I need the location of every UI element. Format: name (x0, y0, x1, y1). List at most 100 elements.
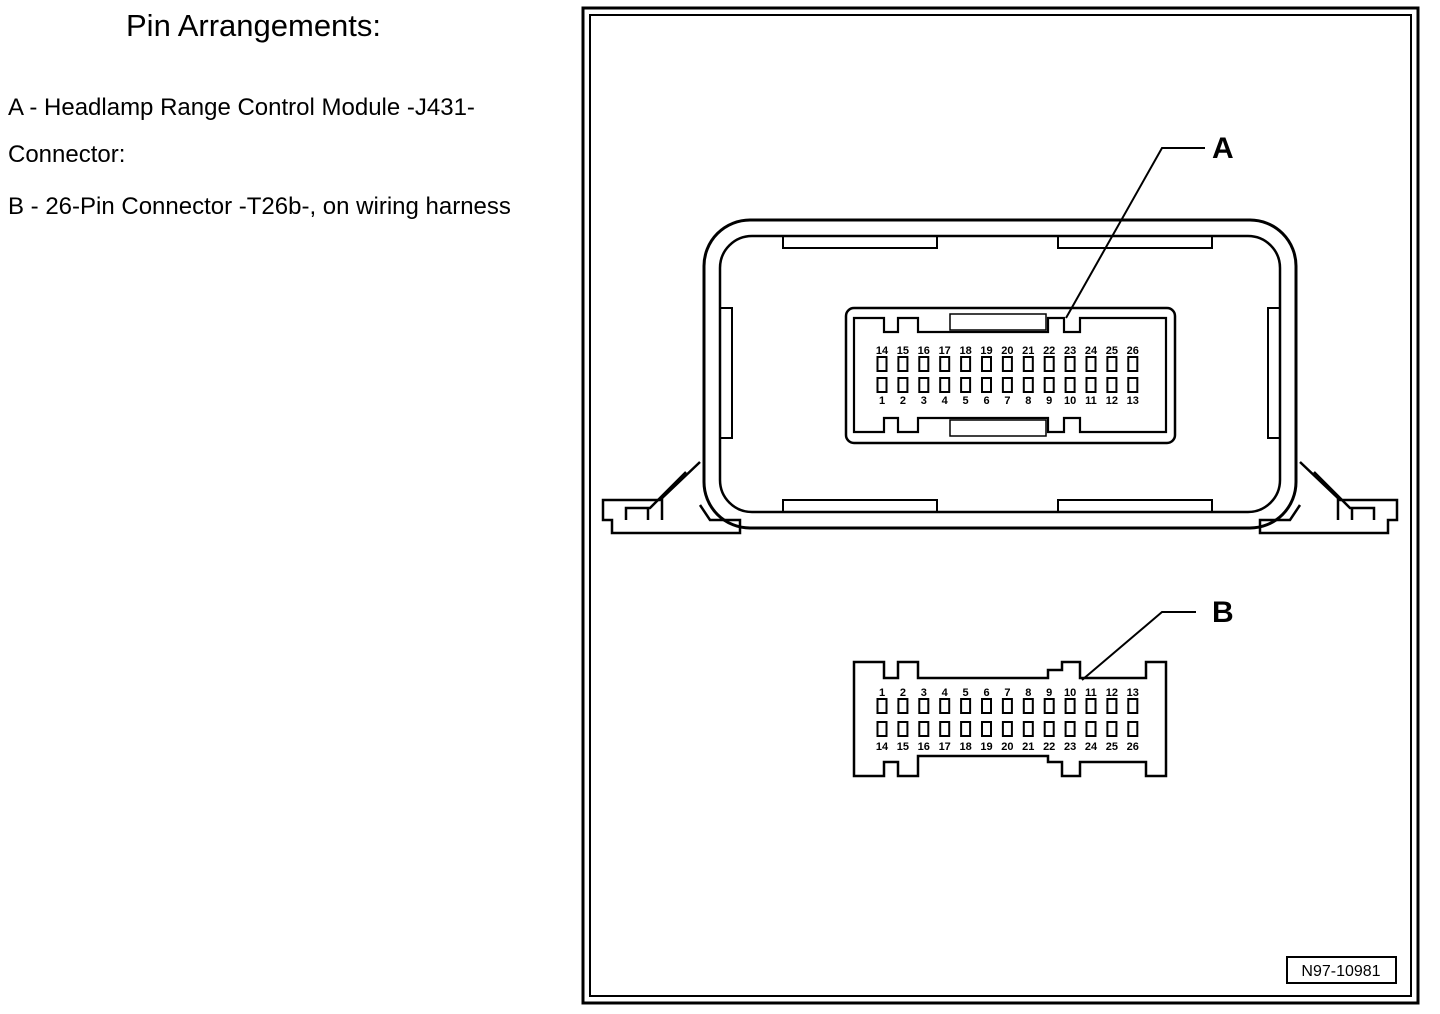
pin-label: 14 (876, 741, 889, 753)
pin-socket (939, 721, 951, 737)
pin-socket (1043, 356, 1055, 372)
pin-label: 2 (900, 687, 906, 699)
pin-label: 3 (921, 395, 927, 407)
pin-socket (897, 698, 909, 714)
pin-label: 12 (1106, 395, 1118, 407)
pin-label: 20 (1001, 345, 1013, 357)
pin-label: 15 (897, 741, 909, 753)
module-body-outer (702, 218, 1298, 530)
pin-label: 25 (1106, 345, 1118, 357)
pin-socket (918, 698, 930, 714)
pin-label: 4 (942, 395, 949, 407)
pin-socket (1043, 698, 1055, 714)
pin-socket (876, 377, 888, 393)
pin-socket (1064, 356, 1076, 372)
pin-socket (897, 721, 909, 737)
callout-a-leader (1065, 147, 1205, 319)
pin-socket (981, 356, 992, 372)
pin-label: 19 (980, 345, 992, 357)
pin-label: 15 (897, 345, 909, 357)
callout-a-label: A (1212, 132, 1234, 165)
pin-label: 8 (1025, 395, 1031, 407)
pin-label: 25 (1106, 741, 1118, 753)
pin-socket (1106, 698, 1118, 714)
pin-label: 23 (1064, 345, 1076, 357)
pin-socket (1043, 721, 1055, 737)
pin-label: 12 (1106, 687, 1118, 699)
pin-label: 2 (900, 395, 906, 407)
page-heading: Pin Arrangements: (126, 8, 382, 43)
pin-socket (960, 698, 972, 714)
pin-socket (1085, 721, 1097, 737)
pin-label: 3 (921, 687, 927, 699)
pin-socket (918, 377, 930, 393)
pin-socket (939, 698, 951, 714)
legend-item-connector: Connector: (8, 141, 126, 168)
pin-label: 11 (1085, 395, 1097, 407)
pin-label: 26 (1127, 741, 1139, 753)
pin-label: 19 (980, 741, 992, 753)
pin-label: 10 (1064, 687, 1076, 699)
legend-item-b: B - 26-Pin Connector -T26b-, on wiring h… (8, 193, 511, 220)
pin-label: 7 (1004, 395, 1010, 407)
pin-label: 23 (1064, 741, 1076, 753)
pin-label: 21 (1022, 345, 1034, 357)
pin-socket (1022, 721, 1034, 737)
pin-socket (1064, 721, 1076, 737)
pin-socket (960, 721, 972, 737)
pin-socket (939, 377, 951, 393)
pin-label: 20 (1001, 741, 1013, 753)
pin-socket (1085, 377, 1097, 393)
pin-socket (1106, 377, 1118, 393)
pin-socket (1127, 698, 1139, 714)
legend-item-a: A - Headlamp Range Control Module -J431- (8, 94, 475, 121)
pin-socket (1127, 721, 1139, 737)
pin-socket (1001, 698, 1013, 714)
pin-socket (1022, 356, 1034, 372)
pin-label: 24 (1085, 741, 1098, 753)
pin-socket (1127, 356, 1139, 372)
pin-label: 4 (942, 687, 949, 699)
pin-label: 10 (1064, 395, 1076, 407)
pin-label: 17 (939, 345, 951, 357)
pin-socket (876, 356, 888, 372)
pin-socket (1064, 698, 1076, 714)
pin-label: 13 (1127, 395, 1139, 407)
pin-socket (897, 377, 909, 393)
module-body-inner (718, 234, 1282, 514)
frame-outer (581, 6, 1420, 1005)
pin-label: 13 (1127, 687, 1139, 699)
frame-inner (589, 14, 1412, 997)
pin-label: 16 (918, 345, 930, 357)
pin-label: 21 (1022, 741, 1034, 753)
pin-socket (1022, 377, 1034, 393)
pin-label: 5 (963, 687, 969, 699)
pin-label: 1 (879, 687, 885, 699)
pin-socket (1043, 377, 1055, 393)
pin-label: 17 (939, 741, 951, 753)
pin-label: 5 (963, 395, 969, 407)
socket-a-inner (852, 316, 1168, 434)
pin-label: 6 (983, 395, 989, 407)
pin-socket (1085, 698, 1097, 714)
pin-label: 9 (1046, 395, 1052, 407)
pin-label: 9 (1046, 687, 1052, 699)
pin-socket (918, 356, 930, 372)
pin-label: 22 (1043, 741, 1055, 753)
pin-socket (1001, 356, 1013, 372)
pin-socket (960, 356, 972, 372)
pin-socket (981, 698, 992, 714)
pin-socket (960, 377, 972, 393)
reference-code: N97-10981 (1301, 963, 1380, 980)
pin-label: 16 (918, 741, 930, 753)
reference-code-box (1286, 956, 1397, 984)
pin-label: 7 (1004, 687, 1010, 699)
pin-label: 18 (959, 741, 971, 753)
pin-socket (981, 721, 992, 737)
pin-label: 1 (879, 395, 885, 407)
pin-socket (918, 721, 930, 737)
pin-socket (1085, 356, 1097, 372)
